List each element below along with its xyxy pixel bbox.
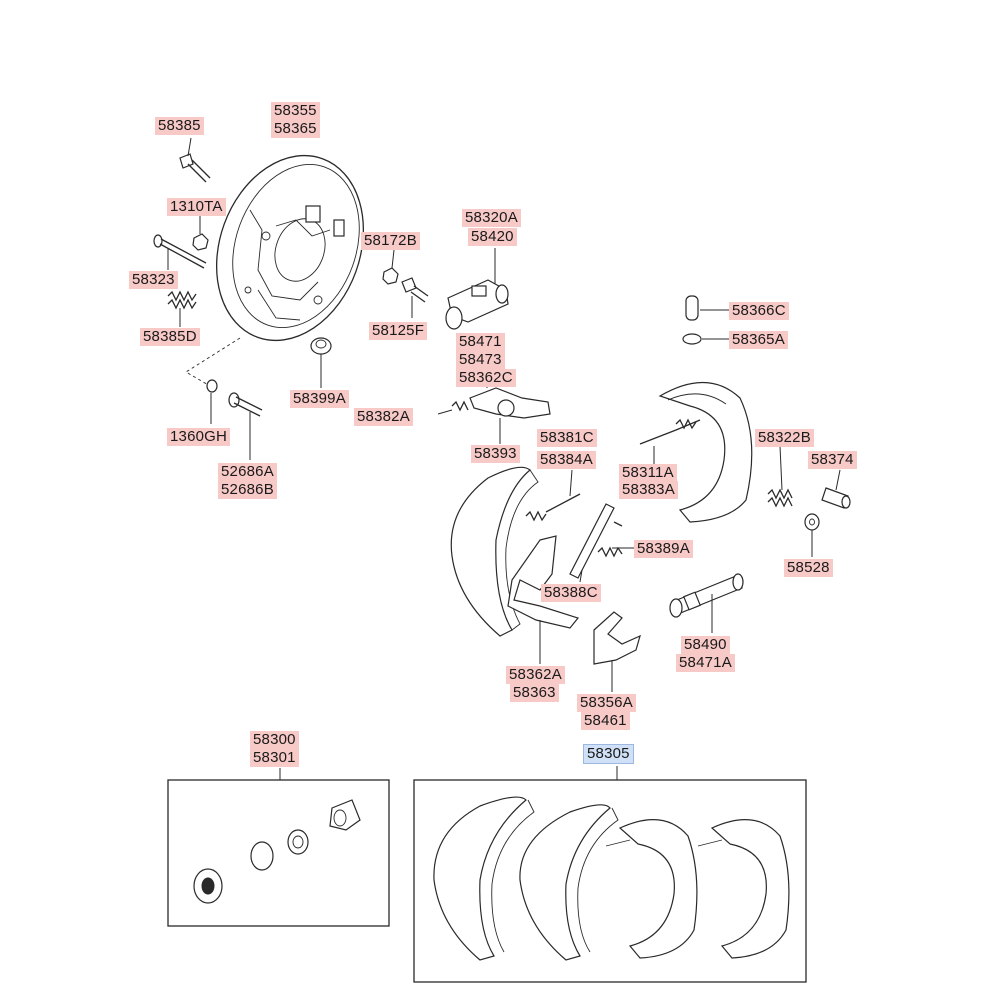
part-label-58366C[interactable]: 58366C (729, 302, 789, 320)
part-label-58311A[interactable]: 58311A (619, 464, 677, 482)
part-label-52686B[interactable]: 52686B (218, 481, 277, 499)
backing-plate[interactable] (192, 135, 389, 361)
cap-58172B[interactable] (382, 267, 399, 285)
part-label-58365A[interactable]: 58365A (729, 331, 788, 349)
part-label-58471A[interactable]: 58471A (676, 654, 735, 672)
pin-58374[interactable] (821, 487, 851, 509)
part-label-58374[interactable]: 58374 (808, 451, 857, 469)
adjuster-58490[interactable] (669, 573, 744, 618)
lever-58356A[interactable] (593, 611, 641, 665)
bolt-58385[interactable] (179, 153, 211, 183)
part-label-58362A[interactable]: 58362A (506, 666, 565, 684)
part-label-58471[interactable]: 58471 (456, 333, 505, 351)
part-label-58385[interactable]: 58385 (155, 117, 204, 135)
part-label-58389A[interactable]: 58389A (634, 540, 693, 558)
part-label-58363[interactable]: 58363 (510, 684, 559, 702)
part-label-58362C[interactable]: 58362C (456, 369, 516, 387)
wheel-cylinder-58320A[interactable] (445, 279, 509, 330)
part-label-58365[interactable]: 58365 (271, 120, 320, 138)
lever-58362A[interactable] (507, 535, 580, 629)
part-label-58383A[interactable]: 58383A (619, 481, 678, 499)
spring-58385D[interactable] (167, 290, 197, 310)
strut-58388C[interactable] (569, 503, 623, 579)
washer-1360GH[interactable] (206, 379, 218, 393)
part-label-58355[interactable]: 58355 (271, 102, 320, 120)
part-label-58385D[interactable]: 58385D (140, 328, 200, 346)
grommet-58399A[interactable] (310, 337, 332, 355)
shoe-kit-parts[interactable] (433, 796, 790, 961)
part-label-58356A[interactable]: 58356A (577, 694, 636, 712)
part-label-58322B[interactable]: 58322B (755, 429, 814, 447)
bolt-58323[interactable] (153, 234, 207, 269)
part-label-58382A[interactable]: 58382A (354, 408, 413, 426)
brake-shoe-left[interactable] (450, 466, 581, 637)
part-label-58320A[interactable]: 58320A (462, 209, 521, 227)
cylinder-kit-parts[interactable] (193, 799, 361, 904)
part-label-58393[interactable]: 58393 (471, 445, 520, 463)
part-label-58461[interactable]: 58461 (581, 712, 630, 730)
part-label-58490[interactable]: 58490 (681, 636, 730, 654)
part-label-58388C[interactable]: 58388C (541, 584, 601, 602)
part-label-58301[interactable]: 58301 (250, 749, 299, 767)
part-label-58300[interactable]: 58300 (250, 731, 299, 749)
part-label-58420[interactable]: 58420 (468, 228, 517, 246)
part-label-58381C[interactable]: 58381C (537, 429, 597, 447)
washer-58365A[interactable] (682, 333, 702, 345)
bolt-52686[interactable] (228, 392, 263, 417)
adjuster-58393[interactable] (451, 387, 551, 419)
brake-shoe-58311A[interactable] (639, 381, 753, 523)
part-label-1310TA[interactable]: 1310TA (167, 198, 226, 216)
part-label-58384A[interactable]: 58384A (537, 451, 596, 469)
kit-box-58300 (167, 779, 390, 927)
kit-box-58305 (413, 779, 807, 983)
pin-58366C[interactable] (685, 295, 699, 321)
nut-1310TA[interactable] (192, 233, 209, 251)
part-label-58125F[interactable]: 58125F (369, 322, 428, 340)
part-label-58473[interactable]: 58473 (456, 351, 505, 369)
part-label-58323[interactable]: 58323 (129, 271, 178, 289)
bleeder-58125F[interactable] (401, 277, 429, 303)
part-label-52686A[interactable]: 52686A (218, 463, 277, 481)
part-label-58172B[interactable]: 58172B (361, 232, 420, 250)
part-label-58399A[interactable]: 58399A (290, 390, 349, 408)
part-label-1360GH[interactable]: 1360GH (167, 428, 231, 446)
washer-58528[interactable] (804, 513, 820, 531)
part-label-58305-selected[interactable]: 58305 (583, 744, 634, 764)
part-label-58528[interactable]: 58528 (784, 559, 833, 577)
spring-58322B[interactable] (767, 488, 793, 508)
